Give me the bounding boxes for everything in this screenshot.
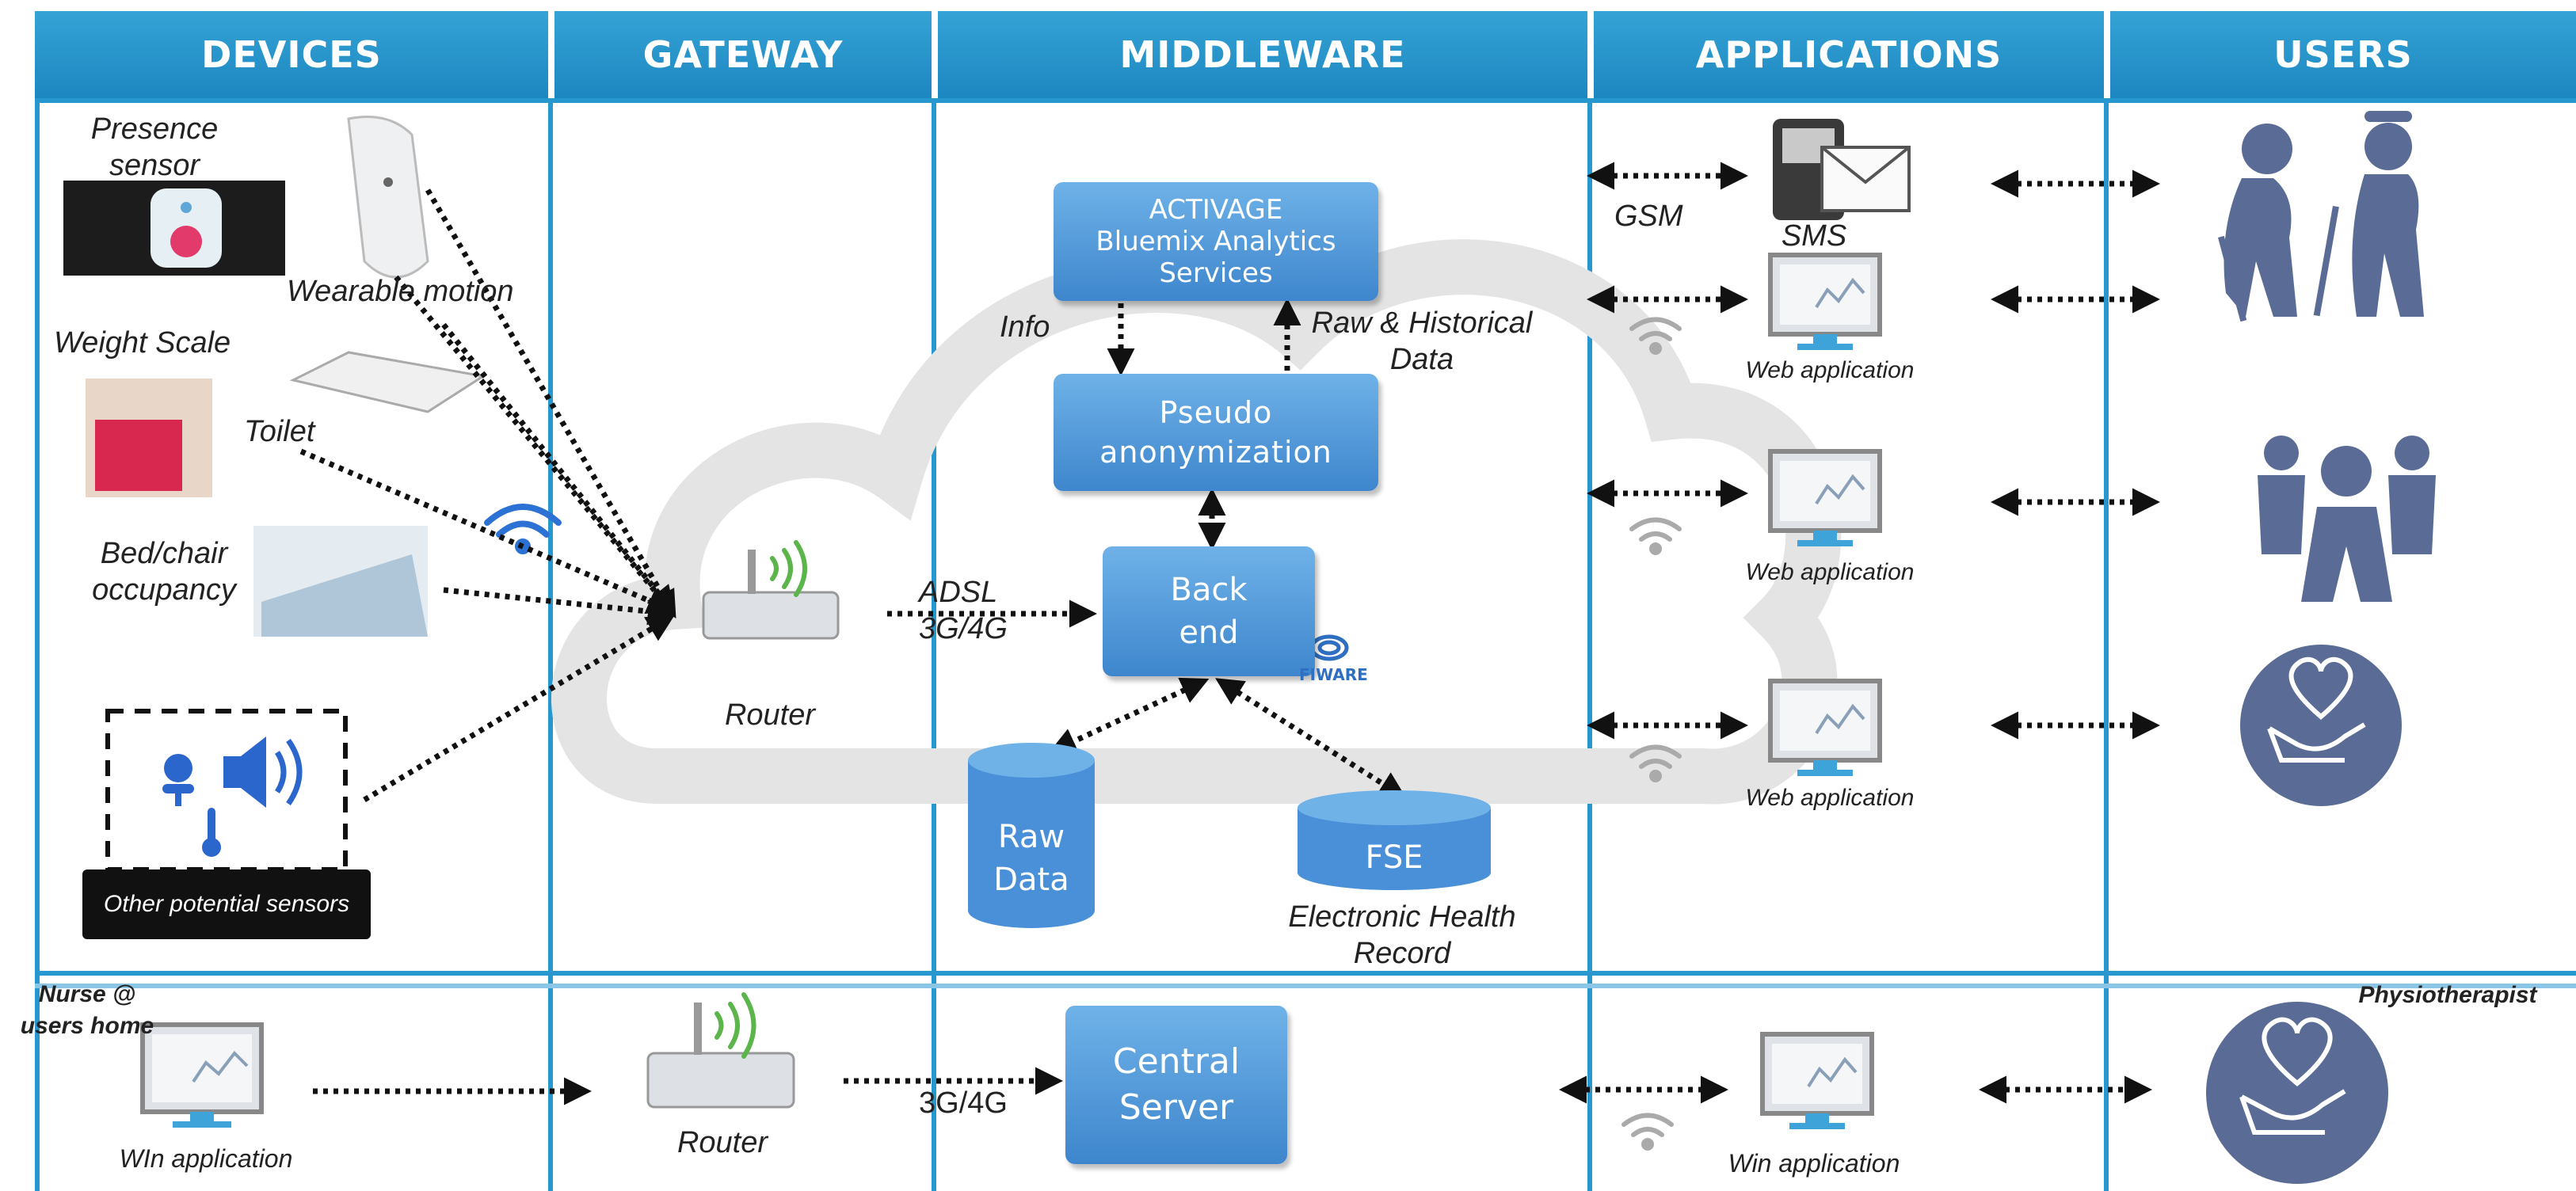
wearable-motion-label: Wearable motion: [287, 275, 514, 308]
activage-line2: Bluemix Analytics: [1096, 226, 1336, 257]
back-line2: end: [1179, 615, 1239, 651]
grid-line: [548, 98, 553, 1191]
pseudo-anonymization-box: Pseudo anonymization: [1054, 374, 1378, 491]
header-middleware: MIDDLEWARE: [938, 11, 1587, 98]
web-application-label: Web application: [1745, 559, 1915, 585]
microphone-icon: [162, 754, 194, 806]
header-devices: DEVICES: [35, 11, 548, 98]
central-server-box: Central Server: [1065, 1006, 1287, 1164]
header-gateway: GATEWAY: [554, 11, 932, 98]
pseudo-line1: Pseudo: [1159, 395, 1273, 430]
other-sensors-box: [105, 709, 348, 872]
info-label: Info: [1000, 310, 1050, 344]
physiotherapist-label: Physiotherapist: [2358, 982, 2537, 1008]
monitor-icon: [1768, 449, 1882, 546]
fiware-label: FIWARE: [1299, 665, 1368, 684]
bottom-link-label: 3G/4G: [919, 1086, 1008, 1120]
backend-box: Back end: [1103, 546, 1315, 676]
back-line1: Back: [1170, 572, 1248, 608]
elderly-couple-icon: [2218, 111, 2424, 322]
gsm-label: GSM: [1614, 200, 1683, 233]
fiware-logo-icon: [1309, 634, 1349, 661]
router-label: Router: [724, 698, 816, 732]
router-bottom-label: Router: [676, 1126, 768, 1159]
raw-data-label: Raw Data: [968, 816, 1095, 901]
raw-historical-label: Raw & Historical Data: [1311, 306, 1533, 376]
grid-line: [35, 98, 2576, 103]
ehr-label: Electronic Health Record: [1288, 900, 1516, 970]
sms-label: SMS: [1781, 219, 1847, 253]
web-application-label: Web application: [1745, 785, 1915, 811]
grid-line: [35, 98, 40, 1191]
family-icon: [2258, 436, 2436, 602]
nurse-label: Nurse @ users home: [20, 981, 154, 1039]
router-icon: [702, 540, 840, 640]
wifi-icon: [1621, 317, 1682, 1151]
wearable-motion-icon: [347, 116, 429, 279]
speaker-icon: [223, 736, 303, 808]
thermometer-icon: [202, 808, 221, 857]
presence-sensor-label: Presence sensor: [90, 112, 219, 182]
win-application-label: Win application: [1728, 1149, 1900, 1178]
fse-label: FSE: [1365, 839, 1423, 876]
header-applications: APPLICATIONS: [1594, 11, 2104, 98]
monitor-icon: [1760, 1032, 1874, 1129]
bed-chair-icon: [253, 526, 428, 637]
monitor-icon: [140, 1022, 264, 1128]
raw-data-cylinder: [968, 743, 1095, 928]
raw-line2: Data: [993, 862, 1069, 898]
heart-hand-icon: [2206, 1002, 2388, 1184]
weight-scale-label: Weight Scale: [54, 326, 231, 360]
presence-sensor-icon: [63, 181, 285, 276]
pseudo-line2: anonymization: [1099, 435, 1332, 470]
grid-line: [35, 984, 2576, 988]
fse-cylinder: [1298, 790, 1491, 890]
central-line1: Central: [1112, 1041, 1240, 1082]
adsl-label: ADSL 3G/4G: [919, 576, 1008, 645]
central-line2: Server: [1118, 1087, 1234, 1128]
header-users: USERS: [2110, 11, 2576, 98]
toilet-icon: [86, 379, 212, 497]
bed-chair-label: Bed/chair occupancy: [92, 537, 236, 607]
toilet-label: Toilet: [244, 415, 315, 448]
sms-phone-icon: [1773, 119, 1911, 220]
weight-scale-icon: [289, 351, 487, 413]
heart-hand-icon: [2240, 645, 2402, 806]
router-bottom-icon: [646, 992, 795, 1109]
monitor-icon: [1768, 253, 1882, 350]
grid-line: [2104, 98, 2109, 1191]
grid-line: [35, 971, 2576, 976]
web-application-label: Web application: [1745, 357, 1915, 383]
activage-box: ACTIVAGE Bluemix Analytics Services: [1054, 182, 1378, 301]
activage-line1: ACTIVAGE: [1149, 194, 1283, 226]
other-sensors-label: Other potential sensors: [82, 869, 371, 939]
activage-line3: Services: [1159, 257, 1273, 289]
monitor-icon: [1768, 679, 1882, 776]
win-app-left-label: WIn application: [119, 1144, 293, 1173]
grid-line: [932, 98, 936, 1191]
grid-line: [1587, 98, 1592, 1191]
raw-line1: Raw: [997, 819, 1065, 855]
